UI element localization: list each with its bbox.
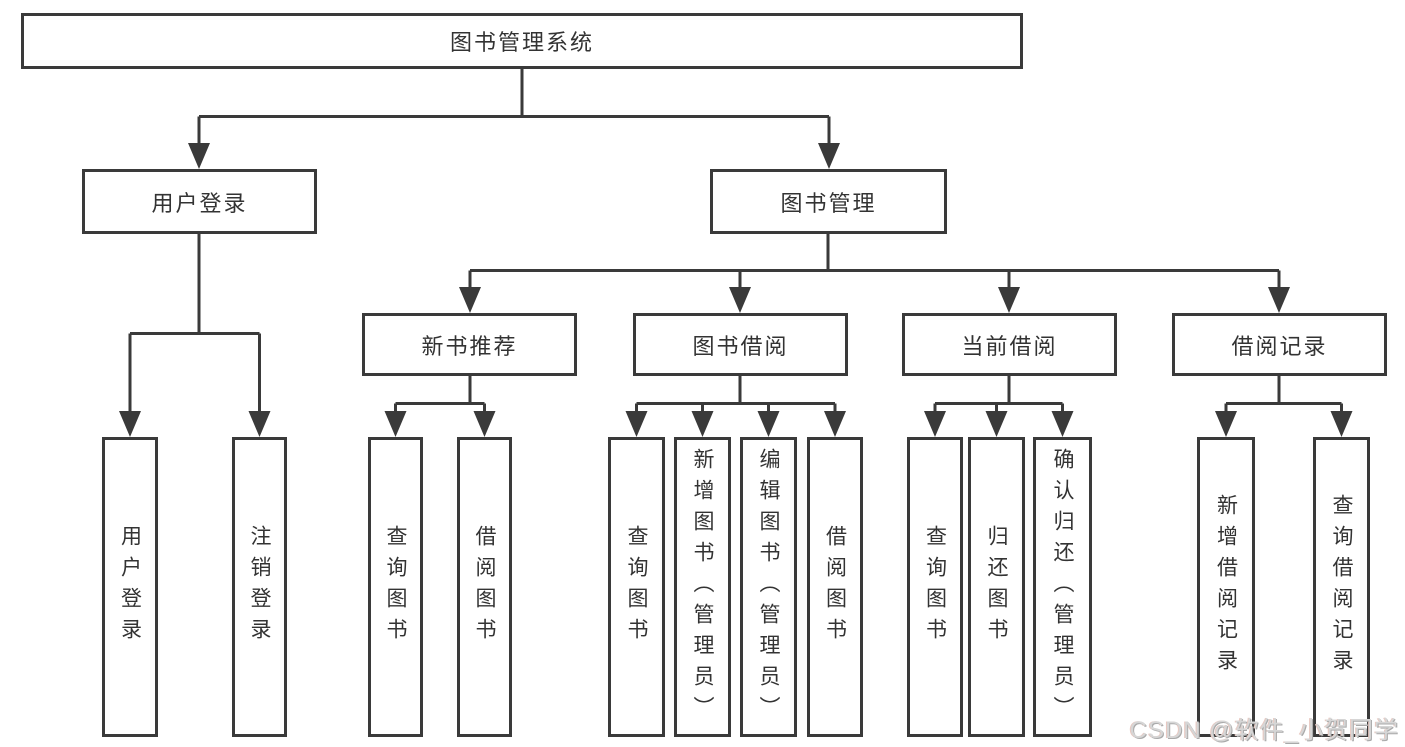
node-label: 图书管理 <box>780 190 877 216</box>
node-leaf-user-login: 用户登录 <box>102 437 158 737</box>
node-leaf-borrow-books-2: 借阅图书 <box>807 437 863 737</box>
node-label: 确认归还（管理员） <box>1051 447 1074 727</box>
node-label: 注销登录 <box>248 525 271 649</box>
node-label: 查询图书 <box>384 525 407 649</box>
node-label: 当前借阅 <box>961 333 1058 359</box>
node-label: 查询图书 <box>923 525 947 649</box>
node-label: 新增图书（管理员） <box>691 447 714 727</box>
node-leaf-return-books: 归还图书 <box>968 437 1025 737</box>
node-label: 编辑图书（管理员） <box>757 447 780 727</box>
node-leaf-query-books-2: 查询图书 <box>608 437 665 737</box>
node-label: 图书管理系统 <box>449 30 594 55</box>
node-leaf-add-borrow-record: 新增借阅记录 <box>1197 437 1255 737</box>
node-leaf-query-books-3: 查询图书 <box>907 437 963 737</box>
node-label: 用户登录 <box>151 190 248 216</box>
node-label: 新增借阅记录 <box>1214 494 1238 680</box>
node-label: 借阅记录 <box>1231 333 1328 359</box>
node-user-login: 用户登录 <box>82 169 317 234</box>
node-leaf-query-books-1: 查询图书 <box>368 437 423 737</box>
node-leaf-query-borrow-record: 查询借阅记录 <box>1313 437 1370 737</box>
node-label: 借阅图书 <box>473 525 496 649</box>
node-leaf-logout: 注销登录 <box>232 437 287 737</box>
node-label: 用户登录 <box>118 525 142 649</box>
node-borrow-records: 借阅记录 <box>1172 313 1387 376</box>
node-library-system: 图书管理系统 <box>21 13 1023 69</box>
node-leaf-borrow-books-1: 借阅图书 <box>457 437 512 737</box>
node-label: 归还图书 <box>985 525 1008 649</box>
node-label: 查询图书 <box>625 525 648 649</box>
node-leaf-edit-books-admin: 编辑图书（管理员） <box>740 437 797 737</box>
node-leaf-add-books-admin: 新增图书（管理员） <box>674 437 731 737</box>
node-label: 新书推荐 <box>421 333 518 359</box>
node-label: 借阅图书 <box>823 525 847 649</box>
arrowheads <box>119 143 1353 437</box>
node-label: 图书借阅 <box>692 333 789 359</box>
node-label: 查询借阅记录 <box>1330 494 1353 680</box>
csdn-watermark: CSDN @软件_小贺同学 <box>1129 717 1399 744</box>
node-new-book-recommend: 新书推荐 <box>362 313 577 376</box>
node-book-management: 图书管理 <box>710 169 947 234</box>
node-current-borrow: 当前借阅 <box>902 313 1117 376</box>
node-leaf-confirm-return-admin: 确认归还（管理员） <box>1033 437 1092 737</box>
node-book-borrow: 图书借阅 <box>633 313 848 376</box>
